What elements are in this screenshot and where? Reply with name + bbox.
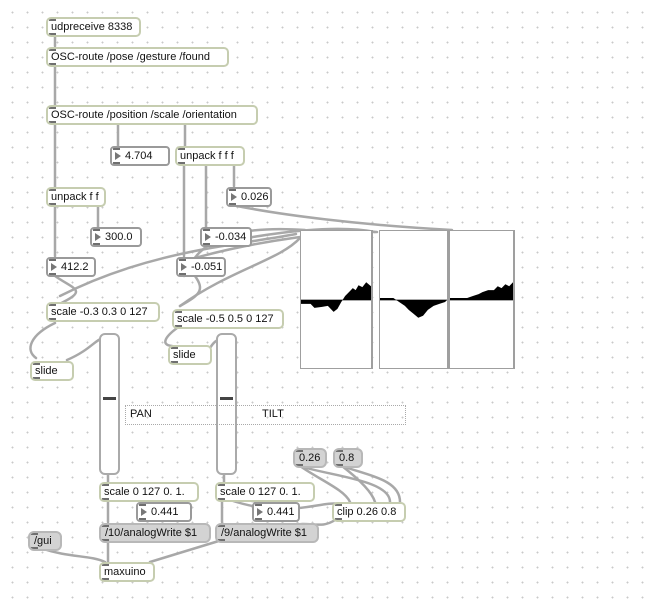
number-triangle-icon [95, 233, 101, 241]
clip-label: clip 0.26 0.8 [337, 506, 397, 518]
scope-position-x-graph [301, 282, 371, 312]
slide-pan-label: slide [35, 365, 58, 377]
unpack-ff-label: unpack f f [51, 191, 99, 203]
slide-pan-object[interactable]: slide [30, 361, 74, 381]
pan-write-message[interactable]: /10/analogWrite $1 [99, 523, 211, 543]
scale-tilt-in-object[interactable]: scale -0.5 0.5 0 127 [172, 309, 284, 329]
scope-orientation-x-graph [380, 298, 447, 318]
scale-pan-in-object[interactable]: scale -0.3 0.3 0 127 [46, 302, 160, 322]
clip-low-label: 0.26 [299, 452, 321, 464]
scope-orientation-y[interactable] [449, 230, 515, 369]
orient-x-number-box[interactable]: -0.051 [176, 257, 226, 277]
pos-y-number-box[interactable]: 300.0 [90, 227, 142, 247]
clip-object[interactable]: clip 0.26 0.8 [332, 502, 406, 522]
osc-route-pose-object[interactable]: OSC-route /position /scale /orientation [46, 105, 258, 125]
label-panel [125, 405, 406, 425]
pan-slider-knob[interactable] [103, 397, 116, 400]
gui-label: /gui [34, 535, 52, 547]
pan-label: PAN [130, 408, 152, 420]
osc-route-main-object[interactable]: OSC-route /pose /gesture /found [46, 47, 229, 67]
pan-write-label: /10/analogWrite $1 [105, 527, 198, 539]
scale-pan-out-label: scale 0 127 0. 1. [104, 486, 185, 498]
slide-tilt-object[interactable]: slide [168, 345, 212, 365]
unpack-ff-object[interactable]: unpack f f [46, 187, 106, 207]
tilt-out-number-box[interactable]: 0.441 [252, 502, 300, 522]
tilt-write-message[interactable]: /9/analogWrite $1 [215, 523, 319, 543]
number-triangle-icon [205, 233, 211, 241]
clip-high-label: 0.8 [339, 452, 355, 464]
tilt-slider-knob[interactable] [220, 397, 233, 400]
unpack-fff-label: unpack f f f [180, 150, 234, 162]
pos-y-value: 300.0 [105, 231, 133, 243]
tilt-out-value: 0.441 [267, 506, 295, 518]
pos-x-number-box[interactable]: 412.2 [46, 257, 96, 277]
tilt-write-label: /9/analogWrite $1 [221, 527, 308, 539]
osc-route-main-label: OSC-route /pose /gesture /found [51, 51, 210, 63]
tilt-label: TILT [262, 408, 284, 420]
pan-out-value: 0.441 [151, 506, 179, 518]
maxuino-label: maxuino [104, 566, 146, 578]
orient-z-value: 0.026 [241, 191, 269, 203]
gui-message[interactable]: /gui [28, 531, 62, 551]
osc-route-pose-label: OSC-route /position /scale /orientation [51, 109, 237, 121]
pan-slider[interactable] [99, 333, 120, 475]
number-triangle-icon [257, 508, 263, 516]
scale-pan-in-label: scale -0.3 0.3 0 127 [51, 306, 148, 318]
clip-high-message[interactable]: 0.8 [333, 448, 363, 468]
maxuino-object[interactable]: maxuino [99, 562, 155, 582]
tilt-slider[interactable] [216, 333, 237, 475]
scale-tilt-out-object[interactable]: scale 0 127 0. 1. [215, 482, 315, 502]
unpack-fff-object[interactable]: unpack f f f [175, 146, 245, 166]
orient-z-number-box[interactable]: 0.026 [226, 187, 272, 207]
scope-orientation-x[interactable] [379, 230, 449, 369]
udpreceive-label: udpreceive 8338 [51, 21, 133, 33]
scope-orientation-y-graph [450, 282, 513, 301]
pan-out-number-box[interactable]: 0.441 [136, 502, 192, 522]
scale-tilt-out-label: scale 0 127 0. 1. [220, 486, 301, 498]
pos-x-value: 412.2 [61, 261, 89, 273]
orient-x-value: -0.051 [191, 261, 223, 273]
scale-number-box[interactable]: 4.704 [110, 146, 170, 166]
scale-number-value: 4.704 [125, 150, 153, 162]
clip-low-message[interactable]: 0.26 [293, 448, 327, 468]
orient-y-value: -0.034 [215, 231, 247, 243]
udpreceive-object[interactable]: udpreceive 8338 [46, 17, 141, 37]
number-triangle-icon [115, 152, 121, 160]
number-triangle-icon [51, 263, 57, 271]
number-triangle-icon [181, 263, 187, 271]
orient-y-number-box[interactable]: -0.034 [200, 227, 252, 247]
number-triangle-icon [231, 193, 237, 201]
scale-tilt-in-label: scale -0.5 0.5 0 127 [177, 313, 274, 325]
slide-tilt-label: slide [173, 349, 196, 361]
number-triangle-icon [141, 508, 147, 516]
scope-position-x[interactable] [300, 230, 373, 369]
scale-pan-out-object[interactable]: scale 0 127 0. 1. [99, 482, 199, 502]
